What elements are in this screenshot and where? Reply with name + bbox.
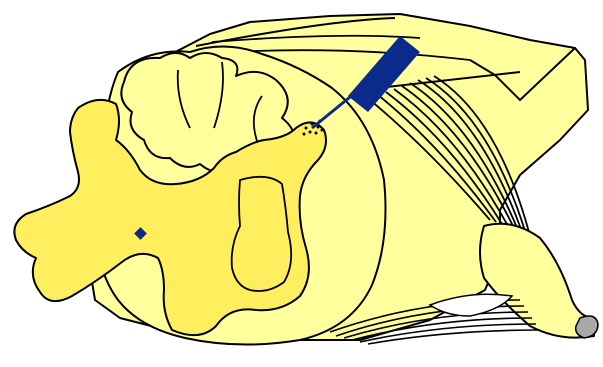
dorsal-root-ganglion — [480, 224, 594, 338]
